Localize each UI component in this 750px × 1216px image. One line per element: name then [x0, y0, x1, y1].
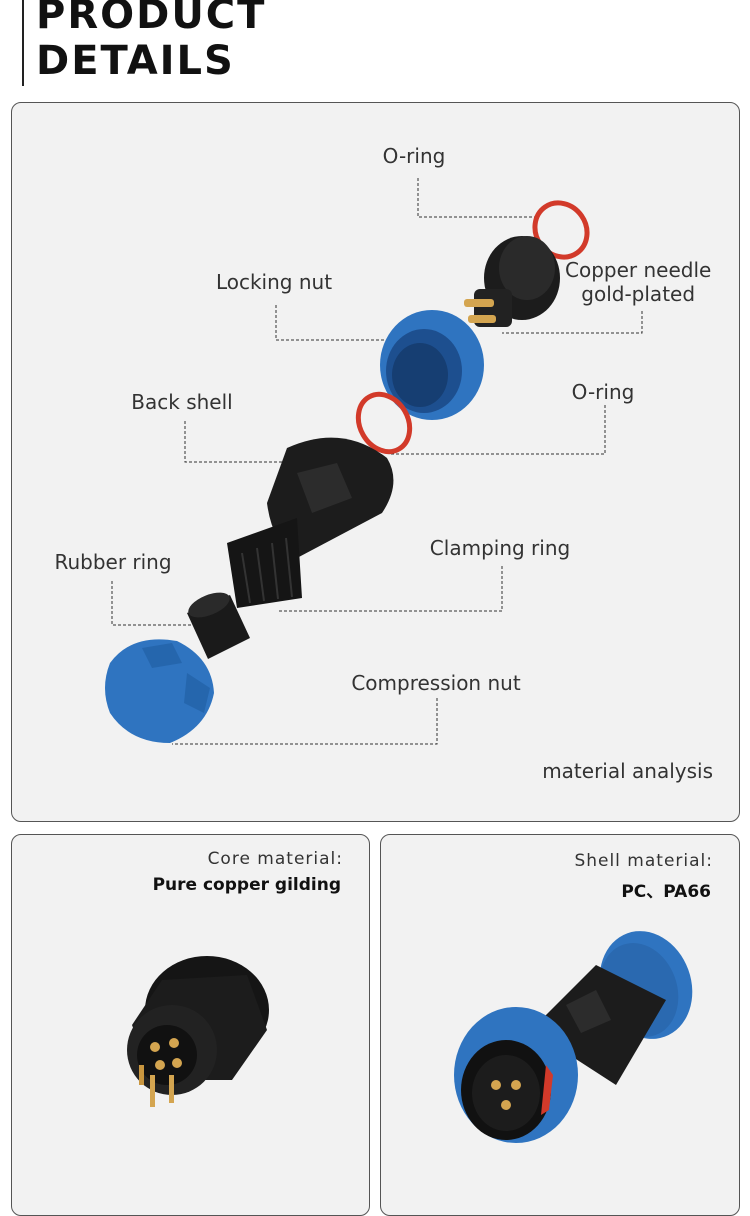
- core-material-label: Core material:: [207, 849, 343, 869]
- panel-receptacle-image: [127, 956, 269, 1107]
- label-oring-mid: O-ring: [571, 380, 635, 404]
- label-rubber-ring: Rubber ring: [54, 550, 172, 574]
- exploded-diagram-panel: O-ring Copper needle gold-plated Locking…: [11, 102, 740, 822]
- leader-oring-top: [417, 178, 539, 218]
- locking-nut-part: [380, 310, 484, 420]
- shell-material-panel: Shell material: PC、PA66: [380, 834, 740, 1216]
- exploded-connector-illustration: [105, 178, 643, 745]
- leader-copper-needle: [502, 311, 643, 334]
- shell-material-label: Shell material:: [574, 851, 713, 871]
- label-compression-nut: Compression nut: [351, 671, 521, 695]
- label-back-shell: Back shell: [131, 390, 233, 414]
- back-shell-part: [227, 437, 394, 608]
- shell-material-value: PC、PA66: [621, 882, 711, 902]
- label-copper-needle-line1: Copper needle: [565, 258, 712, 282]
- title-line-2: DETAILS: [36, 38, 235, 84]
- label-clamping-ring: Clamping ring: [429, 536, 571, 560]
- label-oring-top: O-ring: [382, 144, 446, 168]
- label-copper-needle: Copper needle gold-plated: [565, 258, 711, 306]
- title-line-1: PRODUCT: [36, 0, 267, 38]
- panel-receptacle-part: [464, 236, 560, 327]
- rubber-ring-part: [187, 592, 250, 659]
- label-locking-nut: Locking nut: [215, 270, 333, 294]
- oring-mid-part: [355, 391, 413, 455]
- material-analysis-caption: material analysis: [542, 759, 713, 783]
- header-accent-bar: [22, 0, 24, 86]
- page-title: PRODUCT DETAILS: [36, 0, 266, 84]
- label-copper-needle-line2: gold-plated: [581, 282, 696, 306]
- plug-connector-image: [454, 931, 693, 1143]
- core-material-panel: Core material: Pure copper gilding: [11, 834, 370, 1216]
- leader-compression-nut: [172, 698, 438, 745]
- compression-nut-part: [105, 639, 214, 743]
- leader-clamping-ring: [277, 566, 503, 612]
- leader-oring-mid: [390, 405, 606, 455]
- core-material-value: Pure copper gilding: [152, 875, 341, 895]
- leader-locking-nut: [275, 305, 412, 341]
- leader-back-shell: [184, 421, 302, 463]
